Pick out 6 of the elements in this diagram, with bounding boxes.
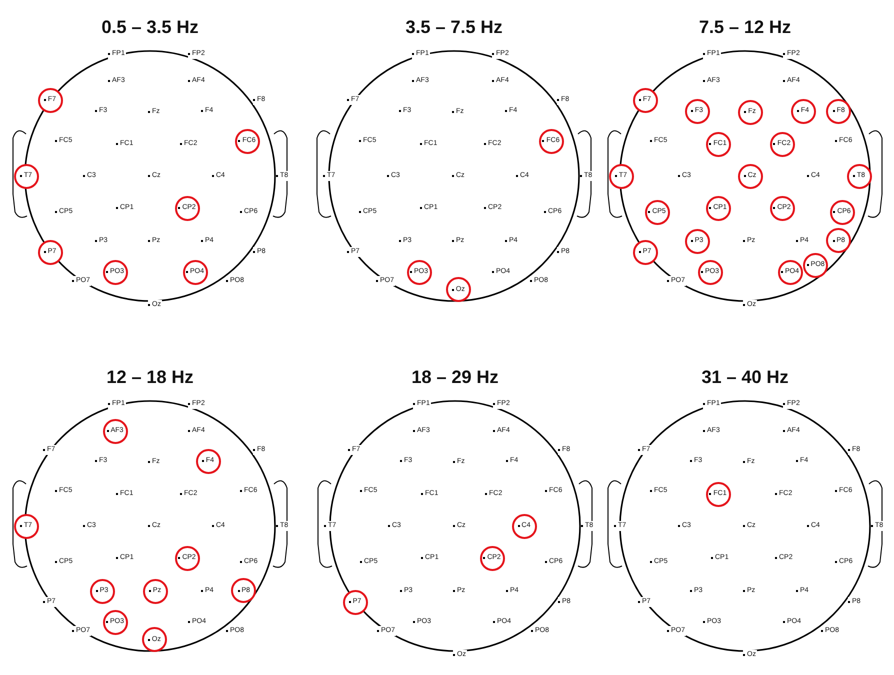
band-title: 12 – 18 Hz <box>106 366 194 388</box>
band-title: 18 – 29 Hz <box>411 366 499 388</box>
band-title: 3.5 – 7.5 Hz <box>405 16 503 38</box>
band-title: 0.5 – 3.5 Hz <box>101 16 199 38</box>
band-title: 31 – 40 Hz <box>701 366 789 388</box>
band-title: 7.5 – 12 Hz <box>698 16 792 38</box>
